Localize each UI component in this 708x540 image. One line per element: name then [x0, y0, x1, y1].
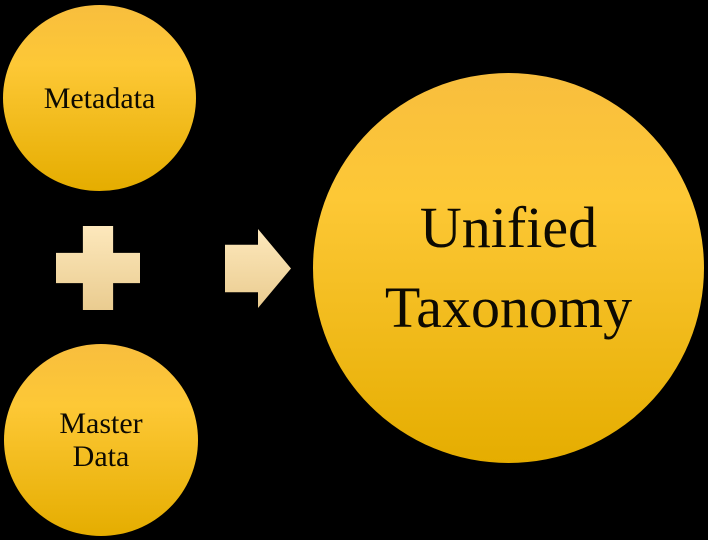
unified-taxonomy-circle: Unified Taxonomy	[313, 73, 704, 463]
unified-taxonomy-label-line2: Taxonomy	[384, 275, 633, 340]
plus-icon	[56, 226, 140, 310]
metadata-label: Metadata	[43, 81, 156, 115]
master-data-circle: Master Data	[4, 344, 198, 536]
metadata-circle: Metadata	[3, 5, 196, 191]
master-data-label-line2: Data	[72, 440, 130, 473]
right-arrow-icon	[225, 229, 291, 308]
master-data-label-line1: Master	[59, 407, 143, 440]
unified-taxonomy-label-line1: Unified	[419, 194, 598, 260]
